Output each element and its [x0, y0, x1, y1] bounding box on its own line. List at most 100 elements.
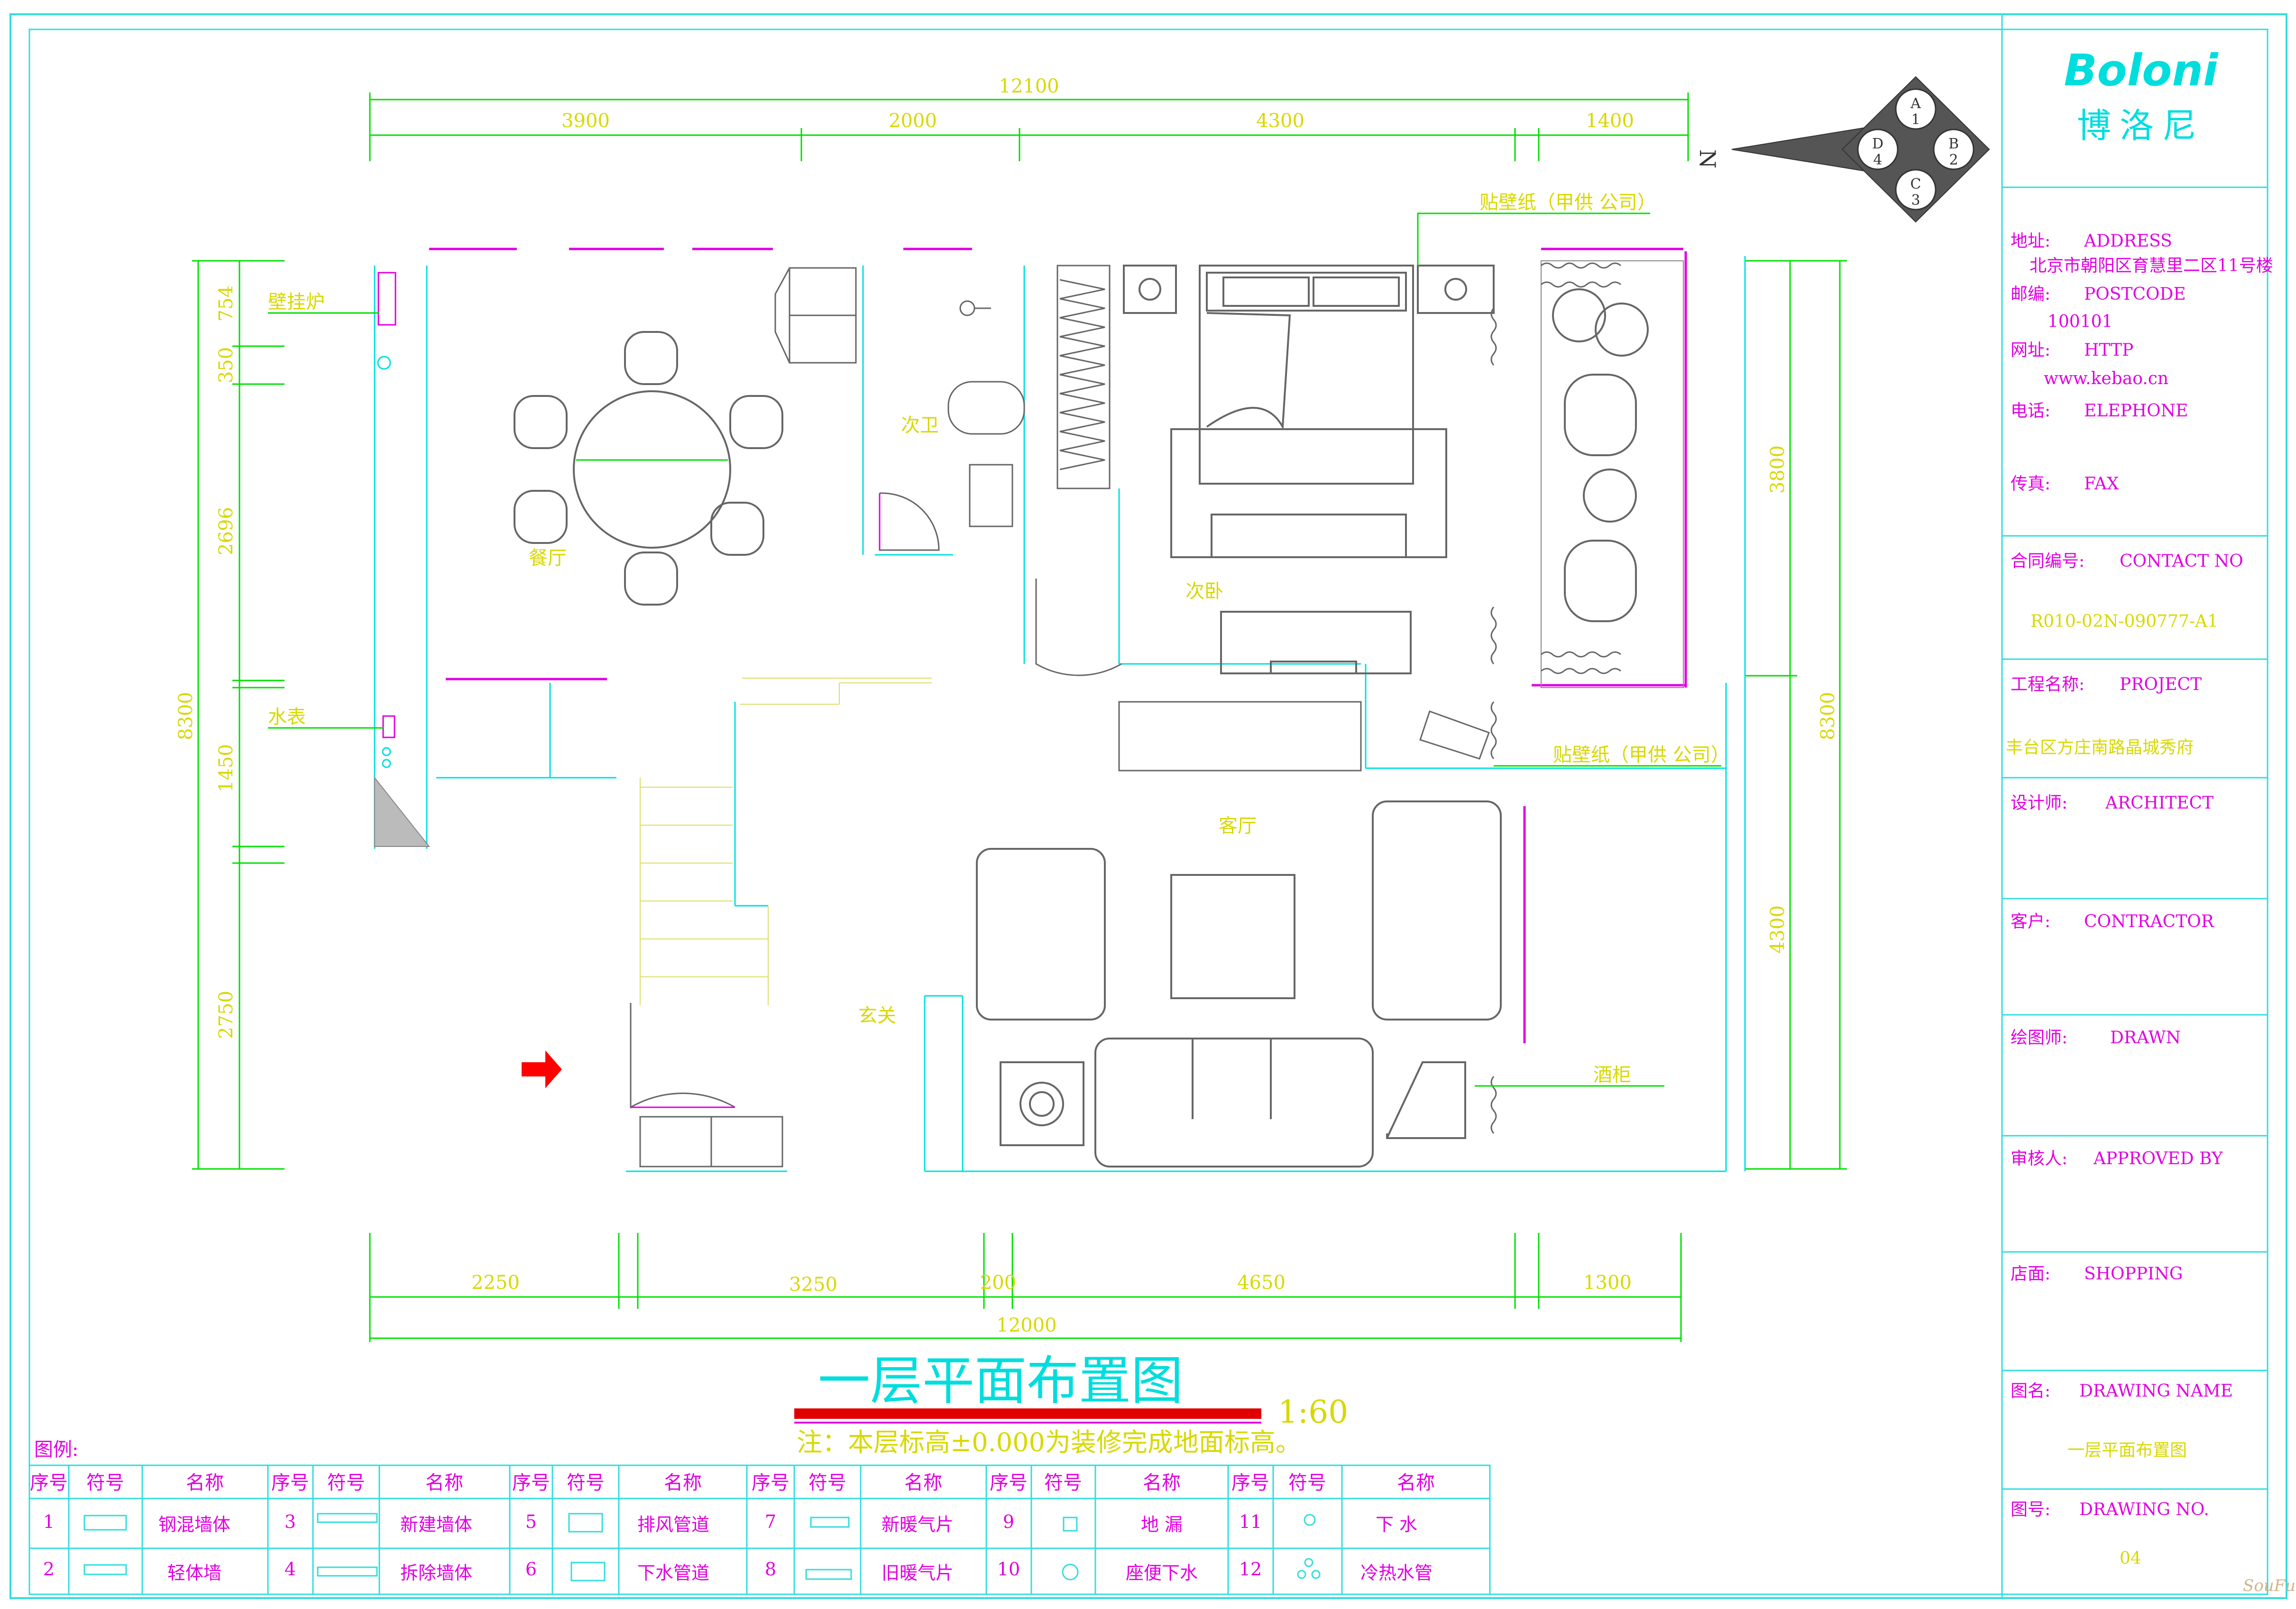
dim-bottom-4: 4650 [1237, 1272, 1286, 1294]
svg-text:2: 2 [1949, 152, 1958, 168]
legend-name: 下 水 [1376, 1514, 1417, 1535]
legend-row-2: 2 轻体墙 4 拆除墙体 6 下水管道 8 旧暖气片 10 座便下水 12 冷热… [43, 1559, 1433, 1583]
svg-text:A: A [1910, 95, 1921, 112]
dim-bottom-2: 3250 [789, 1274, 837, 1296]
contract-label: 合同编号: [2011, 552, 2085, 571]
designer-en: ARCHITECT [2105, 793, 2213, 813]
address-label: 地址: [2011, 231, 2050, 251]
project-en: PROJECT [2120, 675, 2202, 694]
legend-header: 序号 [512, 1472, 550, 1494]
label-bath: 次卫 [901, 414, 939, 436]
label-boiler: 壁挂炉 [268, 291, 325, 313]
label-water-meter: 水表 [268, 706, 306, 728]
legend-header: 名称 [1143, 1472, 1181, 1494]
legend-name: 座便下水 [1126, 1563, 1198, 1583]
svg-text:1: 1 [1911, 111, 1920, 128]
water-meter-icon [382, 715, 395, 738]
legend-name: 下水管道 [637, 1563, 709, 1583]
windows [429, 248, 1687, 1043]
dimension-texts: 12100 3900 2000 4300 1400 2250 3250 200 … [175, 75, 1839, 1336]
dimension-lines [192, 92, 1847, 1342]
label-bedroom: 次卧 [1185, 580, 1223, 602]
dim-bottom-1: 2250 [471, 1272, 520, 1294]
legend-symbols [83, 1513, 1321, 1581]
living-room-furniture [976, 800, 1502, 1168]
address-value: 北京市朝阳区育慧里二区11号楼 [2030, 256, 2273, 276]
label-living: 客厅 [1219, 815, 1257, 837]
drawing-name-en: DRAWING NAME [2079, 1381, 2233, 1401]
drain-symbol-icon [1304, 1514, 1316, 1526]
contract-en: CONTACT NO [2120, 552, 2243, 571]
legend-index: 1 [43, 1511, 55, 1532]
legend-index: 3 [285, 1511, 296, 1532]
drawing-name-label: 图名: [2011, 1381, 2050, 1401]
post-en: POSTCODE [2084, 285, 2186, 304]
svg-text:D: D [1872, 136, 1883, 152]
legend-header: 符号 [1044, 1472, 1082, 1494]
entry-door [630, 1003, 735, 1109]
legend-header: 符号 [1288, 1472, 1326, 1494]
dim-top-3: 4300 [1256, 110, 1304, 132]
legend-index: 9 [1003, 1511, 1014, 1532]
lounge-chairs [1541, 260, 1684, 688]
label-dining: 餐厅 [529, 547, 567, 569]
dim-right-total: 8300 [1817, 692, 1839, 740]
legend-header: 序号 [30, 1472, 68, 1494]
legend-name: 地 漏 [1141, 1514, 1183, 1535]
legend-header: 名称 [1397, 1472, 1435, 1494]
shop-en: SHOPPING [2084, 1264, 2183, 1284]
title-block-texts: 地址: ADDRESS 北京市朝阳区育慧里二区11号楼 邮编: POSTCODE… [2006, 231, 2273, 1568]
exhaust-duct-symbol-icon [568, 1513, 603, 1533]
legend-index: 12 [1239, 1559, 1262, 1580]
dim-left-1: 754 [215, 285, 237, 322]
legend-name: 拆除墙体 [400, 1563, 472, 1583]
legend-header: 名称 [425, 1472, 463, 1494]
drawing-frame [9, 13, 2287, 1599]
legend-header: 符号 [567, 1472, 605, 1494]
dim-left-3: 2696 [215, 507, 237, 555]
dining-table-set [514, 331, 783, 606]
drawn-en: DRAWN [2110, 1028, 2181, 1048]
pipe-icon [382, 759, 391, 768]
legend-name: 新建墙体 [400, 1514, 472, 1535]
drawing-title: 一层平面布置图 [818, 1351, 1183, 1411]
toilet-drain-symbol-icon [1062, 1563, 1079, 1581]
svg-text:3: 3 [1911, 192, 1920, 209]
address-en: ADDRESS [2084, 231, 2172, 251]
legend-index: 4 [285, 1559, 296, 1580]
client-en: CONTRACTOR [2084, 912, 2214, 931]
project-value: 丰台区方庄南路晶城秀府 [2006, 738, 2194, 757]
radiators [1490, 262, 1621, 1134]
post-label: 邮编: [2011, 285, 2050, 304]
legend-name: 钢混墙体 [158, 1514, 230, 1535]
leader-lines [268, 212, 1721, 1087]
dim-top-2: 2000 [889, 110, 937, 132]
drawing-scale: 1:60 [1278, 1394, 1348, 1430]
legend-index: 2 [43, 1559, 55, 1580]
new-wall-symbol-icon [317, 1513, 378, 1523]
designer-label: 设计师: [2011, 793, 2067, 813]
svg-text:C: C [1910, 176, 1921, 193]
label-wallpaper-top: 贴壁纸（甲供 公司） [1479, 192, 1656, 213]
post-value: 100101 [2048, 312, 2112, 331]
drain-pipe-symbol-icon [570, 1562, 606, 1581]
title-underline [794, 1408, 1261, 1419]
old-radiator-symbol-icon [805, 1569, 852, 1580]
tel-en: ELEPHONE [2084, 401, 2188, 421]
brand-chinese: 博洛尼 [2077, 106, 2205, 146]
tel-label: 电话: [2011, 401, 2050, 421]
wardrobe [1056, 265, 1111, 489]
boiler-icon [377, 272, 396, 326]
fax-label: 传真: [2011, 474, 2050, 494]
web-value: www.kebao.cn [2044, 369, 2168, 388]
bathroom-fixtures [879, 300, 1025, 551]
new-radiator-symbol-icon [810, 1517, 850, 1528]
legend-header: 名称 [904, 1472, 942, 1494]
floor-drain-symbol-icon [1063, 1517, 1078, 1532]
shop-label: 店面: [2011, 1264, 2050, 1284]
drawing-no-label: 图号: [2011, 1500, 2050, 1519]
fax-en: FAX [2084, 474, 2119, 494]
legend-header: 符号 [808, 1472, 846, 1494]
